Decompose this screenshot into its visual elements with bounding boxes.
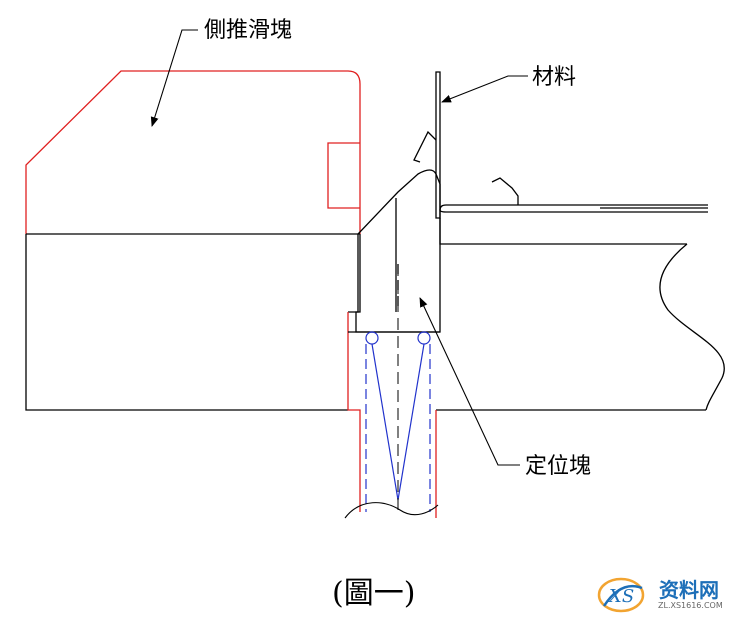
label-locator: 定位塊 bbox=[525, 454, 591, 479]
label-side-slider: 側推滑塊 bbox=[204, 18, 292, 43]
watermark-site-name: 资料网 bbox=[659, 578, 719, 602]
watermark-logo-text: XS bbox=[607, 586, 634, 607]
watermark-logo-icon: XS bbox=[597, 577, 645, 613]
slider-notch bbox=[327, 142, 360, 209]
leader-side-slider bbox=[150, 29, 198, 127]
watermark-url: ZL.XS1616.COM bbox=[658, 601, 723, 610]
leader-locator bbox=[419, 297, 520, 466]
label-material: 材料 bbox=[532, 65, 576, 90]
side-slider-block bbox=[25, 70, 361, 234]
material-tab-upper bbox=[413, 130, 437, 163]
leader-material bbox=[441, 75, 528, 103]
lower-die-plate bbox=[25, 218, 725, 411]
leader-lines bbox=[150, 29, 528, 466]
figure-caption: (圖一) bbox=[332, 576, 415, 611]
bottom-break-line bbox=[344, 502, 439, 519]
pin-right bbox=[417, 331, 431, 345]
material-sheet bbox=[413, 71, 708, 219]
watermark: XS 资料网 ZL.XS1616.COM bbox=[597, 577, 723, 613]
slot-cavity bbox=[347, 312, 437, 518]
break-line bbox=[659, 243, 725, 411]
material-tab-lower bbox=[491, 177, 519, 205]
locating-block bbox=[348, 169, 441, 333]
pin-left bbox=[365, 331, 379, 345]
